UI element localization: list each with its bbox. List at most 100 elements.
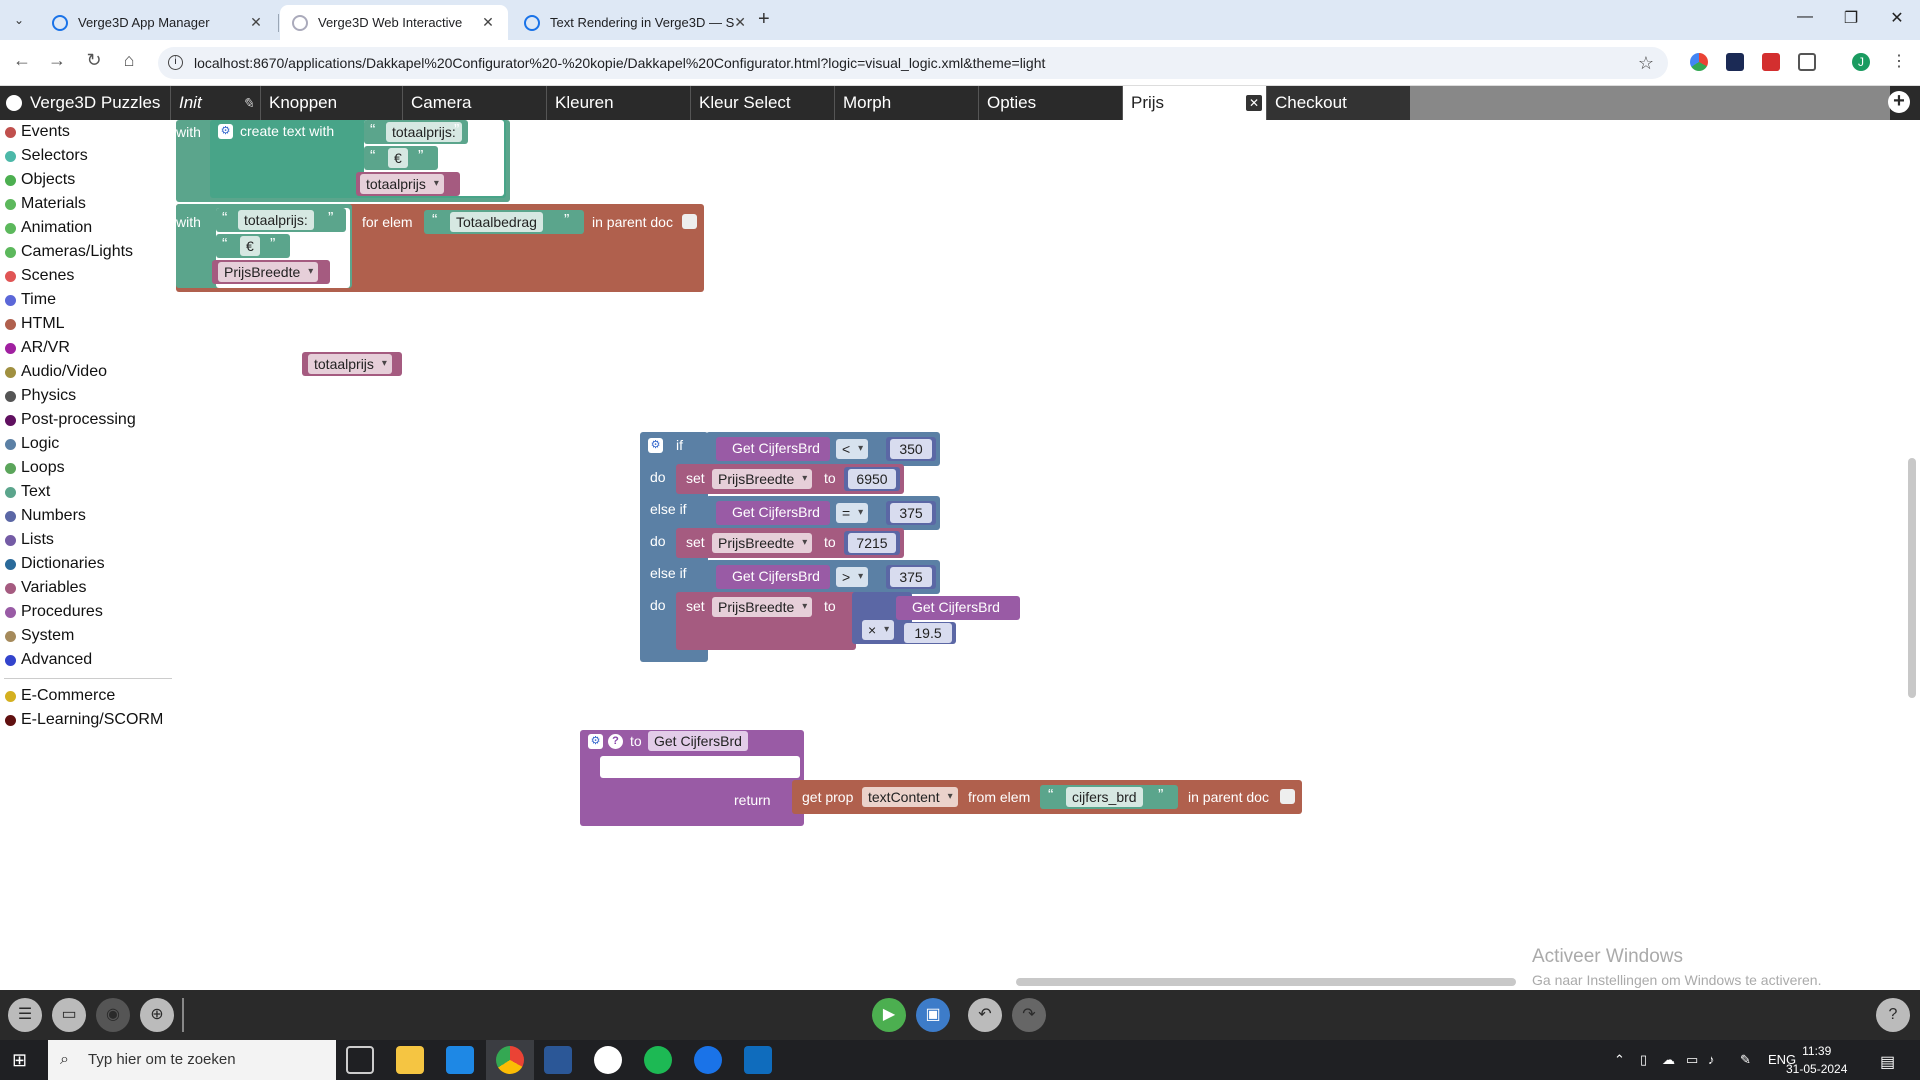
toolbox-category-dictionaries[interactable]: Dictionaries xyxy=(0,552,176,576)
string-value[interactable]: € xyxy=(388,148,408,168)
compare-block[interactable]: Get CijfersBrd > 375 xyxy=(706,560,940,594)
toolbox-category-advanced[interactable]: Advanced xyxy=(0,648,176,672)
operator-dropdown[interactable]: > xyxy=(836,567,869,587)
toolbox-category-audio-video[interactable]: Audio/Video xyxy=(0,360,176,384)
language-indicator[interactable]: ENG xyxy=(1768,1052,1797,1067)
toolbox-category-time[interactable]: Time xyxy=(0,288,176,312)
string-value[interactable]: € xyxy=(240,236,260,256)
set-variable-block[interactable]: set PrijsBreedte to xyxy=(676,592,856,650)
toolbox-category-selectors[interactable]: Selectors xyxy=(0,144,176,168)
help-button[interactable]: ? xyxy=(1876,998,1910,1032)
browser-menu-icon[interactable]: ⋮ xyxy=(1891,53,1907,70)
mail-icon[interactable] xyxy=(446,1046,474,1074)
toolbox-category-ar-vr[interactable]: AR/VR xyxy=(0,336,176,360)
number-value[interactable]: 19.5 xyxy=(904,623,952,643)
back-arrow-icon[interactable]: ← xyxy=(13,50,31,70)
bookmark-star-icon[interactable]: ☆ xyxy=(1637,53,1654,73)
toolbox-category-e-commerce[interactable]: E-Commerce xyxy=(0,684,176,708)
puzzle-workspace[interactable]: with ⚙ create text with “ totaalprijs: ”… xyxy=(176,120,1920,990)
toolbox-category-numbers[interactable]: Numbers xyxy=(0,504,176,528)
number-value[interactable]: 375 xyxy=(890,503,932,523)
tab-search-chevron-icon[interactable]: ⌄ xyxy=(13,13,25,27)
toolbox-category-html[interactable]: HTML xyxy=(0,312,176,336)
help-icon[interactable]: ? xyxy=(608,734,623,749)
word-icon[interactable] xyxy=(544,1046,572,1074)
number-value[interactable]: 6950 xyxy=(848,469,896,489)
toolbox-category-lists[interactable]: Lists xyxy=(0,528,176,552)
close-tab-icon[interactable]: ✕ xyxy=(1246,95,1262,111)
text-string-block[interactable]: “ totaalprijs: ” xyxy=(364,120,468,144)
extension-a-icon[interactable] xyxy=(1726,53,1744,71)
property-dropdown[interactable]: textContent xyxy=(862,787,958,807)
pen-icon[interactable]: ✎ xyxy=(1740,1052,1751,1067)
gear-icon[interactable]: ⚙ xyxy=(588,734,603,749)
address-bar[interactable]: i localhost:8670/applications/Dakkapel%2… xyxy=(158,47,1668,79)
variable-block[interactable]: PrijsBreedte xyxy=(212,260,330,284)
extensions-puzzle-icon[interactable] xyxy=(1798,53,1816,71)
variable-dropdown[interactable]: totaalprijs xyxy=(308,354,392,374)
run-button[interactable]: ▶ xyxy=(872,998,906,1032)
new-tab-button[interactable]: + xyxy=(758,8,770,30)
number-block[interactable]: 6950 xyxy=(844,467,900,491)
forward-arrow-icon[interactable]: → xyxy=(48,50,66,70)
set-html-property-block[interactable]: with “ totaalprijs: ” “ € ” PrijsBreedte… xyxy=(176,204,704,292)
browser-tab-text-rendering[interactable]: Text Rendering in Verge3D — S ✕ xyxy=(512,5,747,40)
site-info-icon[interactable]: i xyxy=(168,55,183,70)
close-tab-icon[interactable]: ✕ xyxy=(250,14,262,30)
screenshot-icon[interactable]: ◉ xyxy=(96,998,130,1032)
set-variable-block[interactable]: set PrijsBreedte to 7215 xyxy=(676,528,904,558)
compare-block[interactable]: Get CijfersBrd = 375 xyxy=(706,496,940,530)
close-tab-icon[interactable]: ✕ xyxy=(734,14,747,30)
variable-block[interactable]: totaalprijs xyxy=(302,352,402,376)
string-value[interactable]: cijfers_brd xyxy=(1066,787,1143,807)
puzzle-tab-knoppen[interactable]: Knoppen xyxy=(260,86,402,120)
home-icon[interactable]: ⌂ xyxy=(123,50,135,70)
spotify-icon[interactable] xyxy=(644,1046,672,1074)
number-block[interactable]: 375 xyxy=(886,565,936,589)
procedure-call-block[interactable]: Get CijfersBrd xyxy=(716,437,830,461)
save-button[interactable]: ▣ xyxy=(916,998,950,1032)
extension-color-icon[interactable] xyxy=(1690,53,1708,71)
workspace-vertical-scrollbar[interactable] xyxy=(1908,458,1916,698)
puzzle-tab-kleur-select[interactable]: Kleur Select xyxy=(690,86,834,120)
toolbox-category-variables[interactable]: Variables xyxy=(0,576,176,600)
toolbox-category-scenes[interactable]: Scenes xyxy=(0,264,176,288)
browser-tab-web-interactive[interactable]: Verge3D Web Interactive ✕ xyxy=(280,5,508,40)
puzzle-tab-kleuren[interactable]: Kleuren xyxy=(546,86,690,120)
variable-dropdown[interactable]: PrijsBreedte xyxy=(712,533,813,553)
procedure-call-block[interactable]: Get CijfersBrd xyxy=(896,596,1020,620)
in-parent-doc-checkbox[interactable] xyxy=(682,214,697,229)
outlook-icon[interactable] xyxy=(744,1046,772,1074)
set-variable-block[interactable]: set PrijsBreedte to 6950 xyxy=(676,464,904,494)
toolbox-category-cameras-lights[interactable]: Cameras/Lights xyxy=(0,240,176,264)
library-icon[interactable]: ☰ xyxy=(8,998,42,1032)
toolbox-category-post-processing[interactable]: Post-processing xyxy=(0,408,176,432)
toolbox-category-animation[interactable]: Animation xyxy=(0,216,176,240)
operator-dropdown[interactable]: < xyxy=(836,439,869,459)
gear-icon[interactable]: ⚙ xyxy=(218,124,233,139)
procedure-call-block[interactable]: Get CijfersBrd xyxy=(716,565,830,589)
procedure-call-block[interactable]: Get CijfersBrd xyxy=(716,501,830,525)
create-text-block[interactable]: with “ totaalprijs: ” “ € ” PrijsBreedte xyxy=(176,204,352,288)
toolbox-category-logic[interactable]: Logic xyxy=(0,432,176,456)
puzzle-tab-checkout[interactable]: Checkout xyxy=(1266,86,1410,120)
toolbox-category-loops[interactable]: Loops xyxy=(0,456,176,480)
number-value[interactable]: 350 xyxy=(890,439,932,459)
center-workspace-icon[interactable]: ⊕ xyxy=(140,998,174,1032)
minimize-button[interactable]: — xyxy=(1797,8,1813,25)
text-string-block[interactable]: “ cijfers_brd ” xyxy=(1040,785,1178,809)
in-parent-doc-checkbox[interactable] xyxy=(1280,789,1295,804)
puzzle-tab-morph[interactable]: Morph xyxy=(834,86,978,120)
text-string-block[interactable]: “ totaalprijs: ” xyxy=(216,208,346,232)
close-window-button[interactable]: ✕ xyxy=(1890,10,1904,27)
string-value[interactable]: totaalprijs: xyxy=(238,210,314,230)
number-value[interactable]: 375 xyxy=(890,567,932,587)
procedure-definition-block[interactable]: ⚙ ? to Get CijfersBrd return xyxy=(580,730,804,826)
toolbox-category-text[interactable]: Text xyxy=(0,480,176,504)
onedrive-icon[interactable]: ☁ xyxy=(1662,1052,1675,1067)
operator-dropdown[interactable]: = xyxy=(836,503,869,523)
add-tab-button[interactable]: + xyxy=(1888,91,1910,113)
undo-icon[interactable]: ↶ xyxy=(968,998,1002,1032)
app-w-icon[interactable] xyxy=(594,1046,622,1074)
text-string-block[interactable]: “ € ” xyxy=(364,146,438,170)
